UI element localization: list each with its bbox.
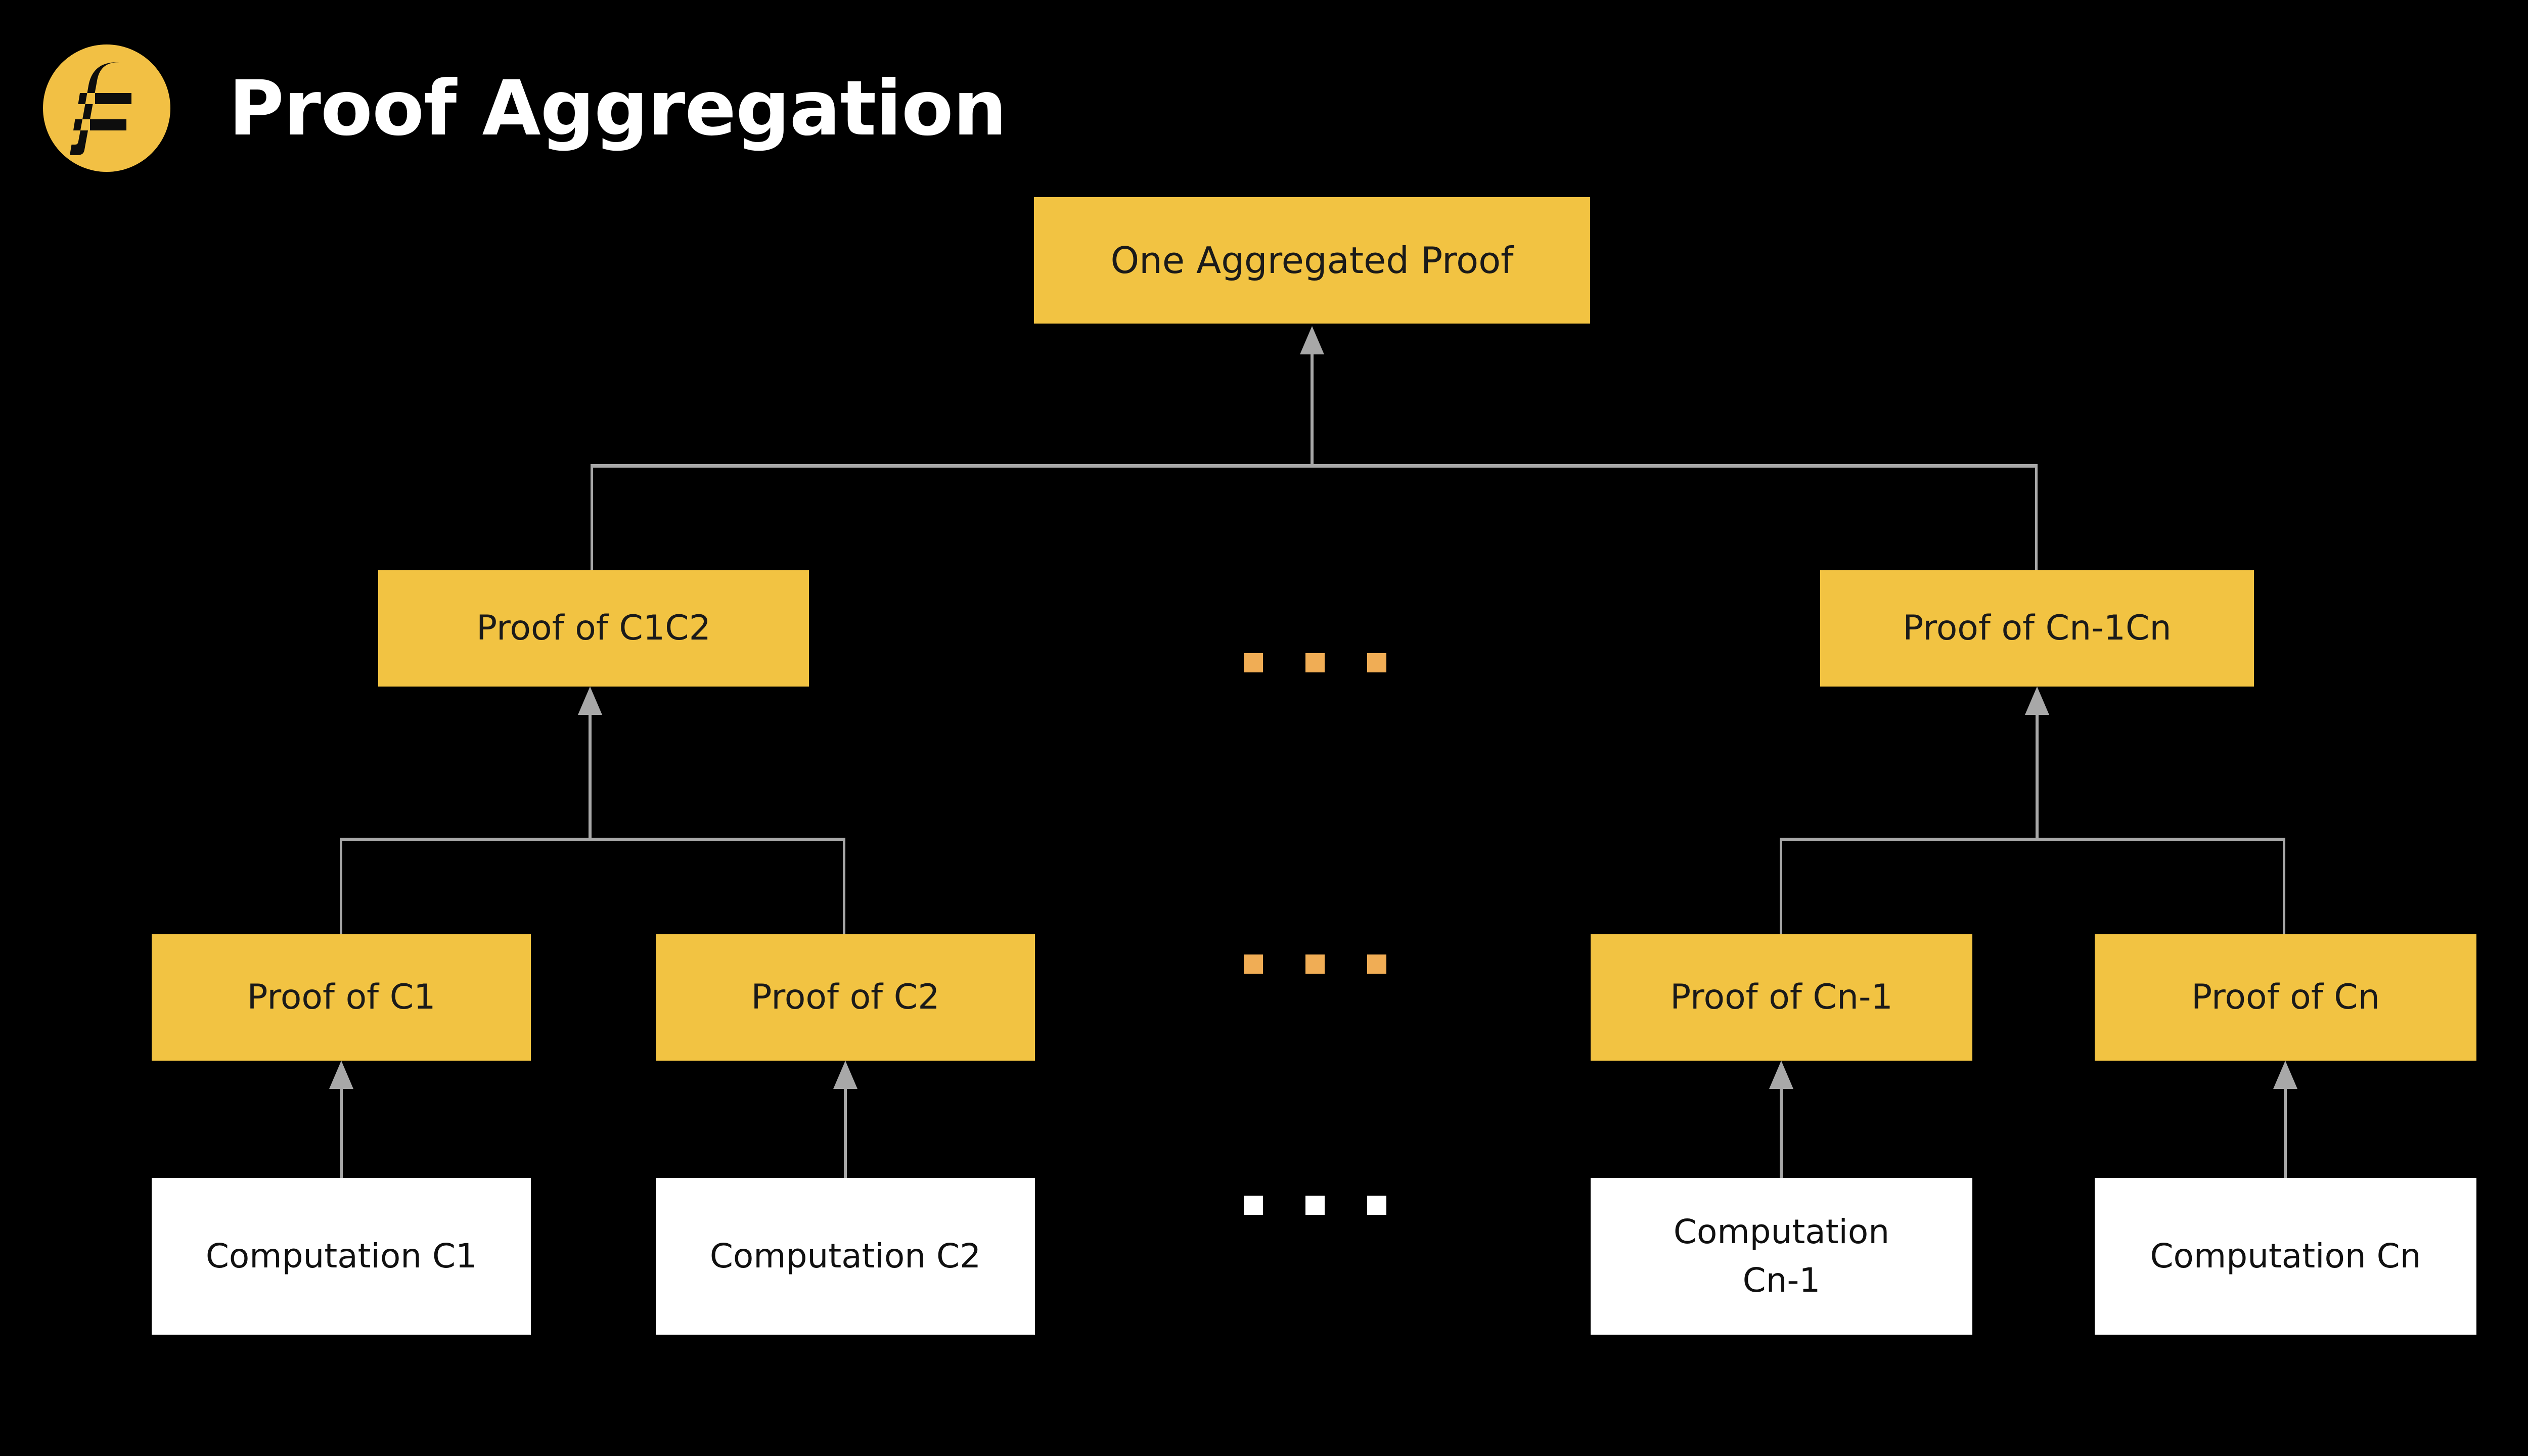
node-label: Computation C2 [709,1237,981,1276]
arrowhead-to-proof-c1 [329,1061,353,1089]
arrowhead-to-c1c2 [578,687,602,715]
node-label: Computation Cn [2150,1237,2421,1276]
node-proof-of-c1[interactable]: Proof of C1 [152,934,531,1061]
ellipsis-dot [1367,1196,1386,1215]
ellipsis-dot [1305,653,1325,672]
edge-drop-cn-1 [1780,838,1782,936]
edge-bracket-level2 [591,464,2038,468]
header: Proof Aggregation [0,0,2528,202]
node-label: Proof of Cn-1 [1670,977,1893,1017]
edge-stem-comp-cn-1 [1780,1088,1783,1179]
node-proof-of-cn[interactable]: Proof of Cn [2095,934,2476,1061]
node-label: Proof of C2 [751,977,940,1017]
node-computation-cn[interactable]: Computation Cn [2095,1178,2476,1335]
edge-drop-cn1cn [2035,464,2038,571]
node-proof-of-c2[interactable]: Proof of C2 [656,934,1035,1061]
ellipsis-proof-row [1244,954,1386,974]
edge-drop-c2 [843,838,845,936]
edge-stem-comp-c1 [340,1088,343,1179]
ellipsis-dot [1244,1196,1263,1215]
node-label: One Aggregated Proof [1110,239,1514,282]
filecoin-logo-icon [43,44,170,172]
edge-stem-cn-1cn [2036,714,2039,841]
edge-stem-comp-c2 [844,1088,847,1179]
arrowhead-to-proof-cn-1 [1769,1061,1793,1089]
arrowhead-to-cn-1cn [2025,687,2049,715]
node-label: Proof of Cn-1Cn [1903,608,2172,648]
edge-drop-c1c2 [591,464,593,571]
node-computation-c2[interactable]: Computation C2 [656,1178,1035,1335]
node-proof-of-cn-1[interactable]: Proof of Cn-1 [1591,934,1972,1061]
arrowhead-to-proof-c2 [833,1061,857,1089]
node-proof-of-c1c2[interactable]: Proof of C1C2 [378,570,809,687]
edge-drop-cn [2283,838,2285,936]
ellipsis-dot [1305,1196,1325,1215]
ellipsis-dot [1305,954,1325,974]
node-one-aggregated-proof[interactable]: One Aggregated Proof [1034,197,1590,324]
ellipsis-dot [1367,653,1386,672]
arrowhead-to-root [1300,326,1324,354]
edge-stem-comp-cn [2284,1088,2287,1179]
node-label: Proof of C1C2 [476,608,711,648]
arrowhead-to-proof-cn [2273,1061,2297,1089]
ellipsis-computation-row [1244,1196,1386,1215]
page-title: Proof Aggregation [229,65,1007,153]
edge-stem-c1c2 [589,714,592,841]
node-label: Computation Cn-1 [1673,1212,1890,1300]
node-computation-cn-1[interactable]: Computation Cn-1 [1591,1178,1972,1335]
ellipsis-dot [1244,954,1263,974]
node-proof-of-cn-1cn[interactable]: Proof of Cn-1Cn [1820,570,2254,687]
node-label: Proof of Cn [2191,977,2380,1017]
edge-bracket-cn-1-cn [1780,838,2285,841]
ellipsis-proof-pair-row [1244,653,1386,672]
edge-root-stem [1311,353,1314,467]
ellipsis-dot [1367,954,1386,974]
edge-drop-c1 [340,838,342,936]
edge-bracket-c1-c2 [340,838,845,841]
node-label: Computation C1 [205,1237,477,1276]
node-label: Proof of C1 [247,977,436,1017]
node-computation-c1[interactable]: Computation C1 [152,1178,531,1335]
ellipsis-dot [1244,653,1263,672]
